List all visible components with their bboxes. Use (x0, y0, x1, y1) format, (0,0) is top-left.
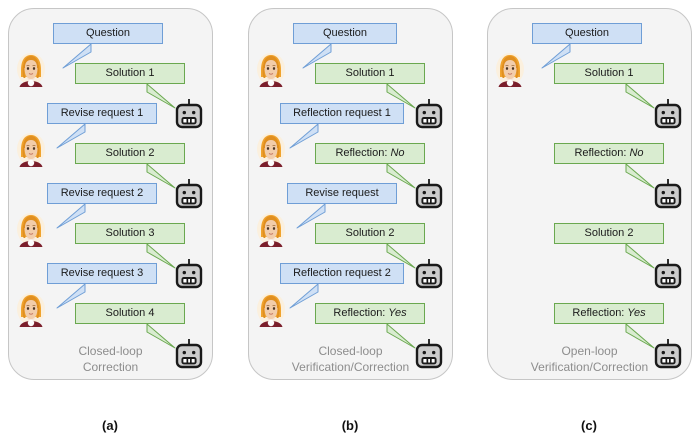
robot-icon (415, 259, 443, 289)
message-text: Solution 2 (345, 227, 395, 239)
message-bubble-request: Question (532, 23, 642, 44)
message-bubble-request: Revise request (287, 183, 397, 204)
message-text: Solution 2 (105, 147, 155, 159)
bubble-tail (622, 83, 656, 109)
message-bubble-response: Solution 4 (75, 303, 185, 324)
message-bubble-response: Solution 2 (315, 223, 425, 244)
message-text: Solution 1 (105, 67, 155, 79)
message-text: Reflection: (333, 307, 386, 319)
message-bubble-response: Reflection: Yes (554, 303, 664, 324)
woman-avatar-icon (16, 53, 46, 87)
message-text: Question (322, 27, 368, 39)
message-bubble-response: Reflection: Yes (315, 303, 425, 324)
message-bubble-request: Reflection request 1 (280, 103, 404, 124)
figure-label-a: (a) (102, 418, 118, 433)
woman-avatar-icon (256, 53, 286, 87)
robot-icon (415, 179, 443, 209)
woman-avatar-icon (256, 213, 286, 247)
message-bubble-response: Reflection: No (315, 143, 425, 164)
woman-avatar-icon (16, 133, 46, 167)
woman-avatar-icon (495, 53, 525, 87)
caption-line-1: Open-loop (561, 344, 618, 358)
woman-avatar-icon (256, 133, 286, 167)
message-text: Reflection: (335, 147, 388, 159)
message-text: Solution 1 (345, 67, 395, 79)
message-text: Solution 1 (584, 67, 634, 79)
message-bubble-request: Question (293, 23, 397, 44)
message-bubble-response: Solution 3 (75, 223, 185, 244)
message-emphasis: Yes (624, 307, 646, 319)
message-text: Reflection request 2 (293, 267, 391, 279)
message-bubble-response: Solution 1 (75, 63, 185, 84)
message-text: Revise request (305, 187, 379, 199)
bubble-tail (622, 163, 656, 189)
robot-icon (654, 339, 682, 369)
robot-icon (654, 259, 682, 289)
message-bubble-response: Solution 1 (315, 63, 425, 84)
message-bubble-request: Question (53, 23, 163, 44)
bubble-tail (622, 243, 656, 269)
message-bubble-request: Revise request 2 (47, 183, 157, 204)
caption-line-1: Closed-loop (78, 344, 143, 358)
message-bubble-response: Solution 2 (75, 143, 185, 164)
caption-line-2: Verification/Correction (530, 360, 649, 374)
figure-label-b: (b) (341, 418, 359, 433)
caption-line-1: Closed-loop (318, 344, 383, 358)
message-emphasis: Yes (385, 307, 407, 319)
message-bubble-response: Solution 2 (554, 223, 664, 244)
message-text: Question (85, 27, 131, 39)
message-text: Revise request 3 (60, 267, 144, 279)
message-bubble-request: Revise request 1 (47, 103, 157, 124)
robot-icon (654, 99, 682, 129)
message-bubble-response: Reflection: No (554, 143, 664, 164)
robot-icon (175, 179, 203, 209)
figure-label-c: (c) (581, 418, 597, 433)
message-bubble-request: Reflection request 2 (280, 263, 404, 284)
message-text: Reflection: (574, 147, 627, 159)
message-text: Reflection: (572, 307, 625, 319)
robot-icon (175, 99, 203, 129)
message-bubble-response: Solution 1 (554, 63, 664, 84)
woman-avatar-icon (16, 293, 46, 327)
message-text: Solution 4 (105, 307, 155, 319)
woman-avatar-icon (16, 213, 46, 247)
robot-icon (175, 339, 203, 369)
message-text: Question (564, 27, 610, 39)
message-emphasis: No (387, 147, 405, 159)
woman-avatar-icon (256, 293, 286, 327)
message-text: Solution 3 (105, 227, 155, 239)
caption-line-2: Correction (82, 360, 139, 374)
message-emphasis: No (626, 147, 644, 159)
message-text: Revise request 1 (60, 107, 144, 119)
message-bubble-request: Revise request 3 (47, 263, 157, 284)
robot-icon (175, 259, 203, 289)
robot-icon (415, 99, 443, 129)
message-text: Revise request 2 (60, 187, 144, 199)
robot-icon (415, 339, 443, 369)
caption-line-2: Verification/Correction (291, 360, 410, 374)
message-text: Solution 2 (584, 227, 634, 239)
robot-icon (654, 179, 682, 209)
message-text: Reflection request 1 (293, 107, 391, 119)
